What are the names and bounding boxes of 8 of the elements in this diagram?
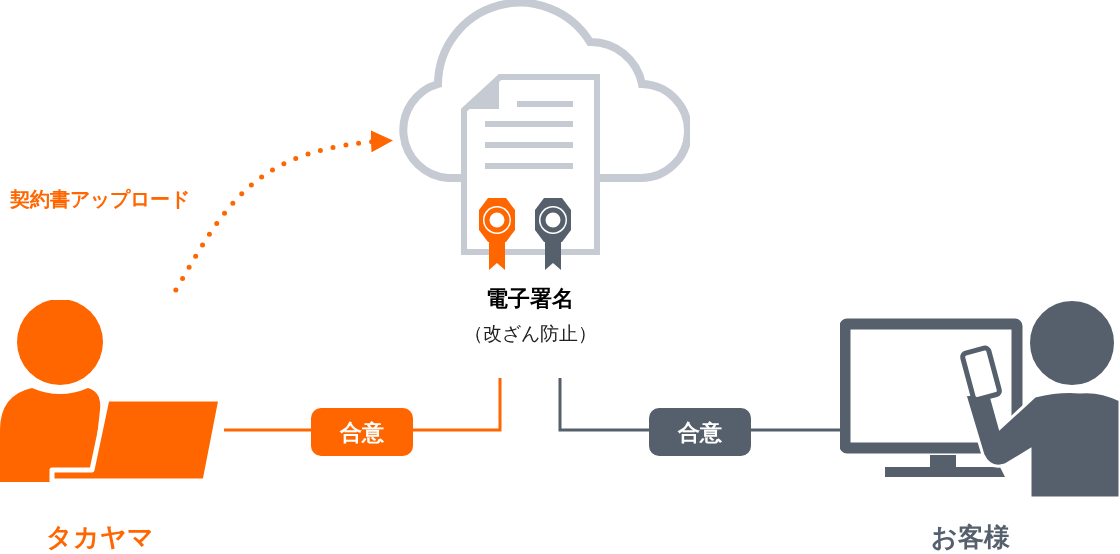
person-name: お客様 <box>930 521 1010 554</box>
node-subtitle: （改ざん防止） <box>463 321 597 346</box>
edge-label: 契約書アップロード <box>10 186 190 213</box>
node-title: 電子署名 <box>486 285 574 313</box>
person-name: タカヤマ <box>46 521 154 554</box>
edge-label: 合意 <box>311 408 413 456</box>
dotted-arrow <box>173 131 396 293</box>
edge-label: 合意 <box>649 408 751 456</box>
